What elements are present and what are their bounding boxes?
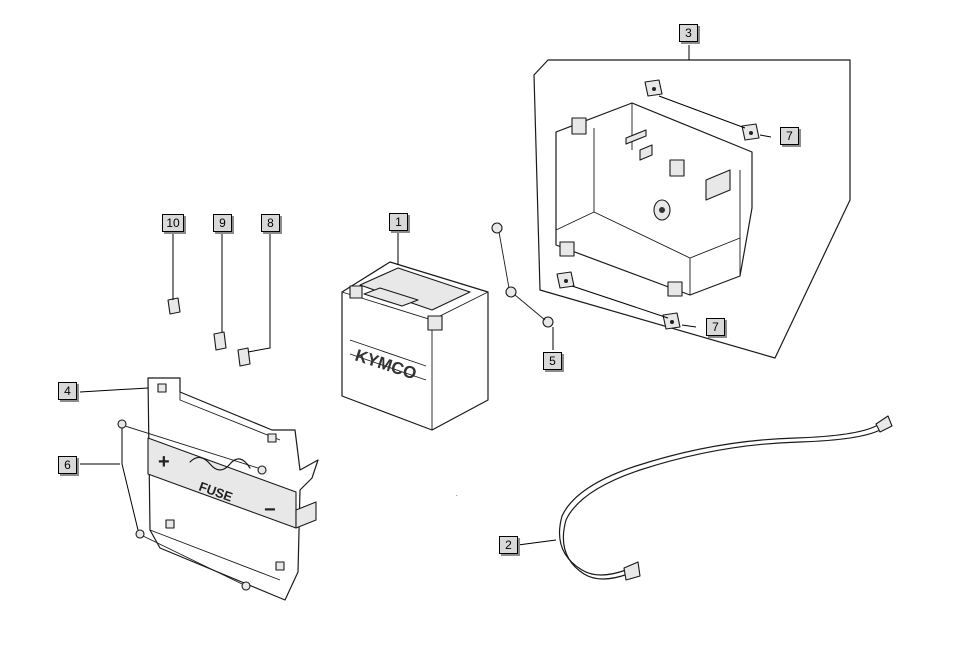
bracket-screws [117,419,267,591]
callout-7-upper: 7 [780,127,799,145]
callout-1: 1 [389,213,408,231]
fuse-10 [167,297,181,315]
clip-nut-top [644,79,663,97]
callout-4: 4 [58,382,77,400]
clip-nut-right [741,123,760,141]
terminal-bolts [491,222,554,328]
callout-6: 6 [58,456,77,474]
clip-nut-bottom-right [662,312,681,330]
callout-10: 10 [162,214,184,232]
callout-9: 9 [213,214,232,232]
center-dot: . [456,492,458,498]
callout-7-lower: 7 [706,318,725,336]
part-3-group-outline [533,59,851,359]
fuse-bracket: FUSE + − [147,377,319,601]
callout-2: 2 [499,536,518,554]
battery: KYMCO [341,261,489,431]
minus-sign: − [264,499,276,521]
callout-5: 5 [543,352,562,370]
fuse-8 [237,347,251,367]
callout-8: 8 [261,214,280,232]
fuse-9 [213,331,227,351]
callout-3: 3 [679,24,698,42]
battery-cable [558,415,893,581]
clip-nut-bottom-left [556,271,575,289]
battery-box [555,102,753,297]
plus-sign: + [158,451,170,473]
